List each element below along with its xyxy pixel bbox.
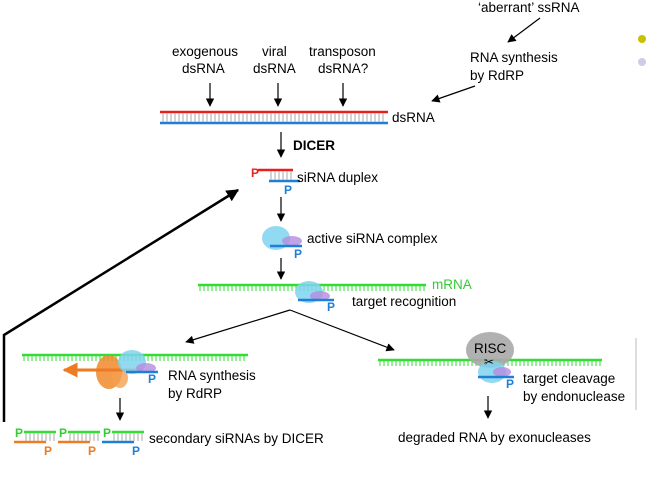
complex-p: P	[294, 247, 302, 261]
decor-dot-yellow	[638, 35, 646, 43]
decor-dot-lavender	[638, 58, 646, 66]
secondary-p1-green: P	[15, 426, 23, 440]
rdrp-synthesis-graphic	[22, 350, 248, 389]
dsrna-molecule	[160, 110, 388, 125]
secondary-p3-green: P	[103, 426, 111, 440]
mrna-p: P	[327, 300, 335, 314]
risc-label: RISC	[474, 341, 507, 356]
right-branch-arrow	[289, 309, 395, 352]
rdrp-source-label-1: RNA synthesis	[470, 50, 558, 65]
transposon-label-2: dsRNA?	[318, 61, 368, 76]
aberrant-arrow	[507, 17, 541, 43]
target-cleavage-label-2: by endonuclease	[523, 389, 625, 404]
transposon-label-1: transposon	[309, 44, 376, 59]
duplex-p-red: P	[251, 166, 259, 180]
secondary-sirnas-label: secondary siRNAs by DICER	[149, 431, 324, 446]
target-recognition-label: target recognition	[352, 294, 456, 309]
rdrp-synthesis-p: P	[148, 372, 156, 386]
secondary-p2-green: P	[59, 426, 67, 440]
secondary-p3-blue: P	[132, 444, 140, 458]
target-cleavage-graphic	[378, 332, 602, 383]
mrna-target-graphic	[198, 281, 426, 303]
feedback-arrow	[2, 188, 240, 422]
rdrp-to-dsrna-arrow	[431, 85, 476, 103]
active-complex-graphic	[262, 226, 302, 250]
rdrp-source-label-2: by RdRP	[470, 68, 524, 83]
target-cleavage-label-1: target cleavage	[523, 371, 615, 386]
sirna-duplex-label: siRNA duplex	[297, 170, 378, 185]
mrna-label: mRNA	[432, 277, 472, 292]
active-complex-label: active siRNA complex	[307, 231, 438, 246]
viral-label-2: dsRNA	[253, 61, 296, 76]
rna-synthesis-label-2: by RdRP	[168, 386, 222, 401]
secondary-p2-orange: P	[88, 444, 96, 458]
secondary-p1-orange: P	[44, 444, 52, 458]
left-branch-arrow	[185, 309, 291, 344]
exogenous-label-1: exogenous	[172, 44, 238, 59]
dicer-label: DICER	[293, 138, 335, 153]
scissors-icon: ✂	[484, 355, 494, 369]
duplex-p-blue: P	[284, 183, 292, 197]
viral-label-1: viral	[262, 44, 287, 59]
rna-synthesis-label-1: RNA synthesis	[168, 368, 256, 383]
degraded-rna-label: degraded RNA by exonucleases	[398, 430, 591, 445]
dsrna-label: dsRNA	[392, 110, 435, 125]
secondary-sirnas-graphic	[14, 430, 144, 444]
aberrant-ssrna-label: ‘aberrant’ ssRNA	[478, 0, 580, 15]
exogenous-label-2: dsRNA	[182, 61, 225, 76]
cleavage-p: P	[506, 377, 514, 391]
sirna-duplex	[258, 168, 300, 183]
